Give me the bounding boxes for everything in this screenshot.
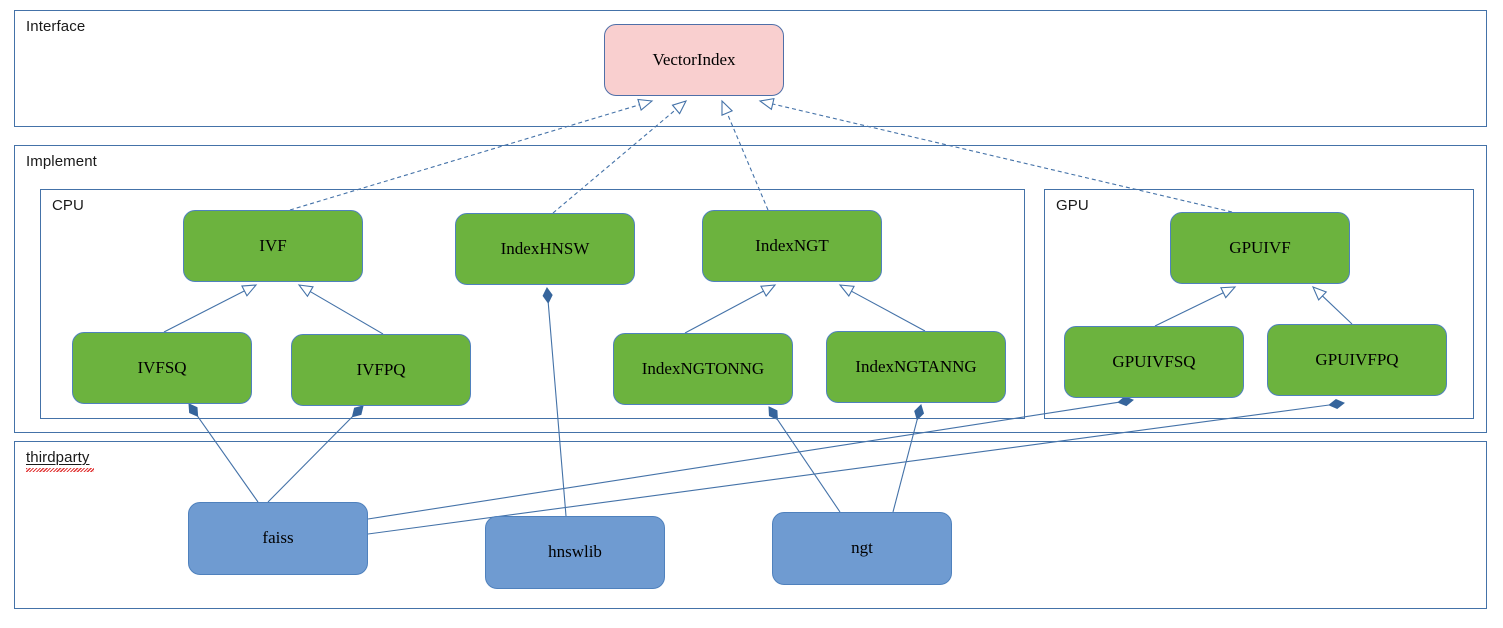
node-label: GPUIVFPQ <box>1315 349 1399 369</box>
node-label: IndexNGTONNG <box>641 358 765 378</box>
node-label: IVFPQ <box>356 359 406 379</box>
node-faiss[interactable]: faiss <box>188 502 368 575</box>
node-label: IVF <box>259 235 287 255</box>
group-label-interface: Interface <box>26 18 86 35</box>
node-label: IndexHNSW <box>500 238 590 258</box>
group-label-thirdparty: thirdparty <box>26 449 90 466</box>
group-box-gpu <box>1044 189 1474 419</box>
node-ivfsq[interactable]: IVFSQ <box>72 332 252 404</box>
group-box-interface <box>14 10 1487 127</box>
node-label: IndexNGT <box>755 235 829 255</box>
group-label-implement: Implement <box>26 153 97 170</box>
node-indexngtonng[interactable]: IndexNGTONNG <box>613 333 793 405</box>
group-box-implement <box>14 145 1487 433</box>
node-gpuivfpq[interactable]: GPUIVFPQ <box>1267 324 1447 396</box>
node-label: GPUIVFSQ <box>1112 351 1196 371</box>
node-label: IndexNGTANNG <box>855 356 977 376</box>
node-label: IVFSQ <box>137 357 187 377</box>
group-box-cpu <box>40 189 1025 419</box>
node-ivfpq[interactable]: IVFPQ <box>291 334 471 406</box>
node-vectorindex[interactable]: VectorIndex <box>604 24 784 96</box>
node-indexngtanng[interactable]: IndexNGTANNG <box>826 331 1006 403</box>
node-gpuivfsq[interactable]: GPUIVFSQ <box>1064 326 1244 398</box>
group-label-gpu: GPU <box>1056 197 1089 214</box>
group-box-thirdparty <box>14 441 1487 609</box>
node-gpuivf[interactable]: GPUIVF <box>1170 212 1350 284</box>
group-label-cpu: CPU <box>52 197 84 214</box>
node-ivf[interactable]: IVF <box>183 210 363 282</box>
node-ngt[interactable]: ngt <box>772 512 952 585</box>
node-label: GPUIVF <box>1229 237 1291 257</box>
node-label: hnswlib <box>548 542 602 562</box>
node-label: ngt <box>851 538 873 558</box>
node-label: faiss <box>262 528 294 548</box>
spellcheck-squiggle-thirdparty <box>26 468 94 472</box>
node-label: VectorIndex <box>652 49 736 69</box>
node-indexngt[interactable]: IndexNGT <box>702 210 882 282</box>
node-indexhnsw[interactable]: IndexHNSW <box>455 213 635 285</box>
node-hnswlib[interactable]: hnswlib <box>485 516 665 589</box>
